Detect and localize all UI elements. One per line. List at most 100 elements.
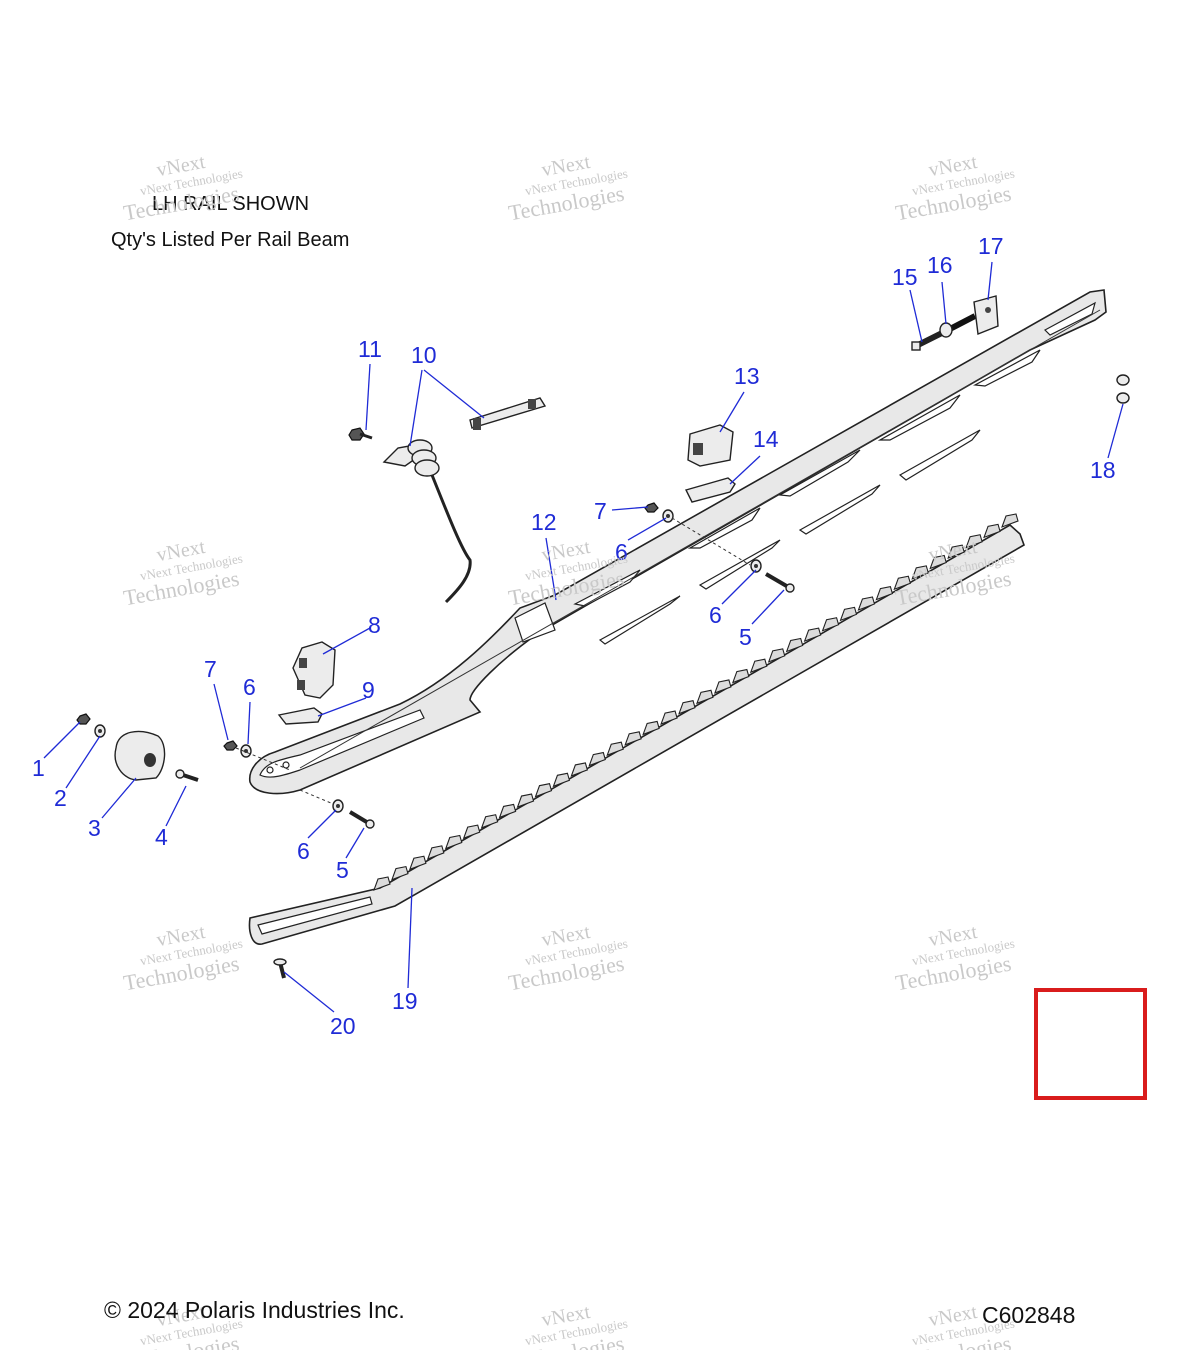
hyfax-tooth [498, 803, 517, 819]
callout-9: 9 [362, 677, 375, 703]
nut-part-7-upper[interactable] [644, 502, 659, 513]
washer-part-6-left[interactable] [240, 744, 252, 758]
callout-19: 19 [392, 988, 418, 1014]
hyfax-tooth [391, 865, 409, 881]
rail-beam[interactable] [249, 289, 1107, 795]
callout-13: 13 [734, 363, 760, 389]
hyfax-tooth [983, 523, 1001, 539]
hyfax-tooth [875, 585, 894, 601]
bolt-part-5-mid[interactable] [764, 572, 795, 593]
nut-part-7-left[interactable] [223, 740, 238, 751]
hyfax-teeth [373, 513, 1019, 891]
hyfax-tooth [767, 648, 786, 663]
hyfax-tooth [731, 668, 750, 684]
callout-7-left: 7 [204, 656, 217, 682]
diagram-code: C602848 [982, 1302, 1075, 1328]
hyfax-tooth [893, 575, 912, 591]
callout-2: 2 [54, 785, 67, 811]
screw-part-20[interactable] [273, 958, 287, 979]
block-part-13[interactable] [687, 424, 734, 467]
hyfax-slide[interactable] [248, 513, 1025, 945]
hyfax-tooth [624, 731, 642, 746]
callout-10: 10 [411, 342, 437, 368]
hyfax-tooth [839, 606, 858, 622]
callout-numbers: 1 2 3 4 5 6 6 6 7 7 8 9 10 11 12 13 14 1… [32, 233, 1116, 1039]
hyfax-tooth [803, 627, 822, 643]
spring-part-10[interactable] [382, 439, 472, 604]
callout-11: 11 [358, 336, 382, 362]
hyfax-tooth [606, 741, 624, 757]
washer-part-6-lower[interactable] [332, 799, 344, 813]
callout-5-lower: 5 [336, 857, 349, 883]
leader-lines [43, 261, 1124, 1013]
bolt-part-4[interactable] [175, 769, 199, 782]
hyfax-tooth [696, 689, 714, 705]
callout-16: 16 [927, 252, 953, 278]
hyfax-tooth [678, 700, 696, 715]
callout-6-mid: 6 [709, 602, 722, 628]
highlight-box [1034, 988, 1147, 1100]
hyfax-tooth [480, 814, 499, 829]
cap-part-18[interactable] [1116, 374, 1130, 404]
plate-part-10[interactable] [469, 397, 547, 430]
callout-17: 17 [978, 233, 1004, 259]
bolt-part-5-lower[interactable] [348, 810, 375, 829]
callout-15: 15 [892, 264, 918, 290]
hyfax-tooth [373, 876, 391, 891]
callout-18: 18 [1090, 457, 1116, 483]
hyfax-tooth [857, 596, 876, 611]
hyfax-tooth [1001, 513, 1019, 528]
block-part-8[interactable] [292, 641, 336, 699]
callout-3: 3 [88, 815, 101, 841]
callout-12: 12 [531, 509, 557, 535]
hyfax-tooth [462, 824, 481, 840]
hyfax-tooth [426, 845, 445, 860]
callout-20: 20 [330, 1013, 356, 1039]
hyfax-tooth [947, 544, 965, 560]
bracket-part-17[interactable] [973, 295, 999, 335]
hyfax-tooth [444, 834, 463, 850]
callout-1: 1 [32, 755, 45, 781]
screw-part-11[interactable] [348, 427, 373, 441]
hyfax-tooth [408, 855, 427, 871]
nut-part-16[interactable] [939, 313, 977, 338]
callout-8: 8 [368, 612, 381, 638]
callout-6-left: 6 [243, 674, 256, 700]
callout-4: 4 [155, 824, 168, 850]
hyfax-tooth [642, 720, 660, 736]
callout-6-lower: 6 [297, 838, 310, 864]
quantity-note: Qty's Listed Per Rail Beam [111, 229, 350, 251]
hyfax-tooth [588, 751, 606, 767]
callout-14: 14 [753, 426, 779, 452]
hyfax-tooth [570, 762, 589, 777]
washer-part-2[interactable] [94, 724, 106, 738]
clip-part-9[interactable] [277, 707, 323, 725]
nut-part-1[interactable] [76, 713, 91, 725]
washer-part-6-upper[interactable] [662, 509, 674, 523]
hyfax-tooth [785, 637, 804, 653]
copyright-text: © 2024 Polaris Industries Inc. [104, 1297, 405, 1323]
hyfax-tooth [929, 554, 947, 570]
hyfax-tooth [911, 565, 929, 580]
bumper-part-3[interactable] [114, 730, 166, 781]
hyfax-tooth [516, 793, 535, 808]
hyfax-tooth [965, 534, 983, 549]
hyfax-tooth [713, 679, 732, 694]
washer-part-6-mid[interactable] [750, 559, 762, 573]
rail-side-note: LH RAIL SHOWN [152, 193, 310, 215]
callout-6-upper: 6 [615, 539, 628, 565]
clip-part-14[interactable] [684, 477, 736, 503]
